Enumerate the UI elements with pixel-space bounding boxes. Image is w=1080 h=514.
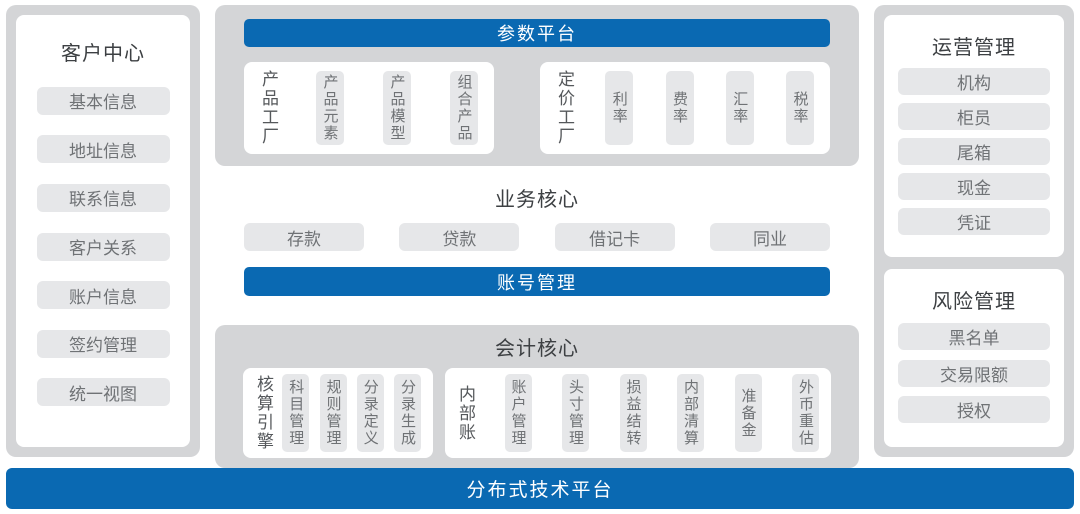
customer-center-items: 基本信息 地址信息 联系信息 客户关系 账户信息 签约管理 统一视图	[26, 66, 180, 427]
distributed-platform-bar: 分布式技术平台	[6, 468, 1074, 509]
module-rule-mgmt: 规则管理	[319, 374, 347, 452]
operations-mgmt-items: 机构 柜员 尾箱 现金 凭证	[894, 60, 1054, 243]
module-basic-info: 基本信息	[36, 86, 170, 115]
module-blacklist: 黑名单	[898, 323, 1050, 351]
module-fx-revaluation: 外币重估	[792, 374, 819, 452]
module-product-element: 产品元素	[316, 71, 344, 145]
module-reserve: 准备金	[734, 374, 762, 452]
module-debit-card: 借记卡	[554, 223, 675, 251]
module-institution: 机构	[898, 67, 1050, 95]
module-entry-definition: 分录定义	[356, 374, 384, 452]
product-factory-label: 产品工厂	[259, 70, 278, 146]
parameter-platform-cards: 产品工厂 产品元素 产品模型 组合产品 定价工厂 利率 费率 汇率 税率	[244, 62, 830, 154]
account-management-bar: 账号管理	[244, 267, 830, 296]
parameter-platform-header: 参数平台	[244, 19, 830, 47]
module-loan: 贷款	[399, 223, 520, 251]
operations-mgmt-title: 运营管理	[932, 37, 1016, 59]
module-voucher: 凭证	[898, 207, 1050, 235]
module-transaction-limit: 交易限额	[898, 359, 1050, 387]
business-core-title: 业务核心	[495, 189, 579, 211]
module-address-info: 地址信息	[36, 135, 170, 164]
middle-column: 参数平台 产品工厂 产品元素 产品模型 组合产品 定价工厂 利率 费率 汇率 税…	[215, 5, 859, 468]
module-interest-rate: 利率	[605, 71, 634, 145]
module-pnl-carryover: 损益结转	[619, 374, 647, 452]
module-combined-product: 组合产品	[450, 71, 478, 145]
module-fee-rate: 费率	[665, 71, 694, 145]
module-unified-view: 统一视图	[36, 378, 170, 407]
pricing-factory-label: 定价工厂	[555, 70, 574, 146]
accounting-engine-label: 核算引擎	[254, 375, 273, 451]
internal-account-label: 内部账	[456, 384, 475, 442]
module-position-mgmt: 头寸管理	[562, 374, 589, 452]
module-teller: 柜员	[898, 102, 1050, 130]
module-subject-mgmt: 科目管理	[282, 374, 310, 452]
operations-mgmt-card: 运营管理 机构 柜员 尾箱 现金 凭证	[884, 15, 1064, 257]
module-entry-generation: 分录生成	[394, 374, 421, 452]
module-internal-clearing: 内部清算	[677, 374, 704, 452]
main-row: 客户中心 基本信息 地址信息 联系信息 客户关系 账户信息 签约管理 统一视图 …	[6, 5, 1074, 468]
module-deposit: 存款	[244, 223, 364, 251]
risk-mgmt-card: 风险管理 黑名单 交易限额 授权	[884, 268, 1064, 447]
module-customer-relation: 客户关系	[36, 232, 170, 261]
accounting-core-panel: 会计核心 核算引擎 科目管理 规则管理 分录定义 分录生成 内部账 账户管理 头…	[215, 325, 859, 468]
internal-account-card: 内部账 账户管理 头寸管理 损益结转 内部清算 准备金 外币重估	[445, 368, 831, 458]
risk-mgmt-title: 风险管理	[932, 290, 1016, 313]
module-cash: 现金	[898, 172, 1050, 200]
accounting-core-title: 会计核心	[495, 338, 579, 360]
customer-center-card: 客户中心 基本信息 地址信息 联系信息 客户关系 账户信息 签约管理 统一视图	[16, 15, 190, 447]
module-product-model: 产品模型	[383, 71, 411, 145]
customer-center-panel: 客户中心 基本信息 地址信息 联系信息 客户关系 账户信息 签约管理 统一视图	[6, 5, 200, 457]
module-account-info: 账户信息	[36, 281, 170, 310]
customer-center-title: 客户中心	[61, 43, 145, 65]
risk-mgmt-items: 黑名单 交易限额 授权	[894, 314, 1054, 433]
module-exchange-rate: 汇率	[725, 71, 754, 145]
module-account-mgmt: 账户管理	[504, 374, 532, 452]
module-authorization: 授权	[898, 396, 1050, 424]
module-interbank: 同业	[709, 223, 830, 251]
module-contract-mgmt: 签约管理	[36, 329, 170, 358]
module-cash-box: 尾箱	[898, 137, 1050, 165]
business-core-items: 存款 贷款 借记卡 同业	[244, 223, 830, 251]
module-contact-info: 联系信息	[36, 183, 170, 212]
right-panel: 运营管理 机构 柜员 尾箱 现金 凭证 风险管理 黑名单 交易限额 授权	[874, 5, 1074, 457]
accounting-core-cards: 核算引擎 科目管理 规则管理 分录定义 分录生成 内部账 账户管理 头寸管理 损…	[243, 368, 831, 458]
business-core-section: 业务核心 存款 贷款 借记卡 同业 账号管理	[215, 183, 859, 296]
parameter-platform-panel: 参数平台 产品工厂 产品元素 产品模型 组合产品 定价工厂 利率 费率 汇率 税…	[215, 5, 859, 166]
accounting-engine-card: 核算引擎 科目管理 规则管理 分录定义 分录生成	[243, 368, 433, 458]
module-tax-rate: 税率	[786, 71, 814, 145]
product-factory-card: 产品工厂 产品元素 产品模型 组合产品	[244, 62, 494, 154]
pricing-factory-card: 定价工厂 利率 费率 汇率 税率	[540, 62, 830, 154]
